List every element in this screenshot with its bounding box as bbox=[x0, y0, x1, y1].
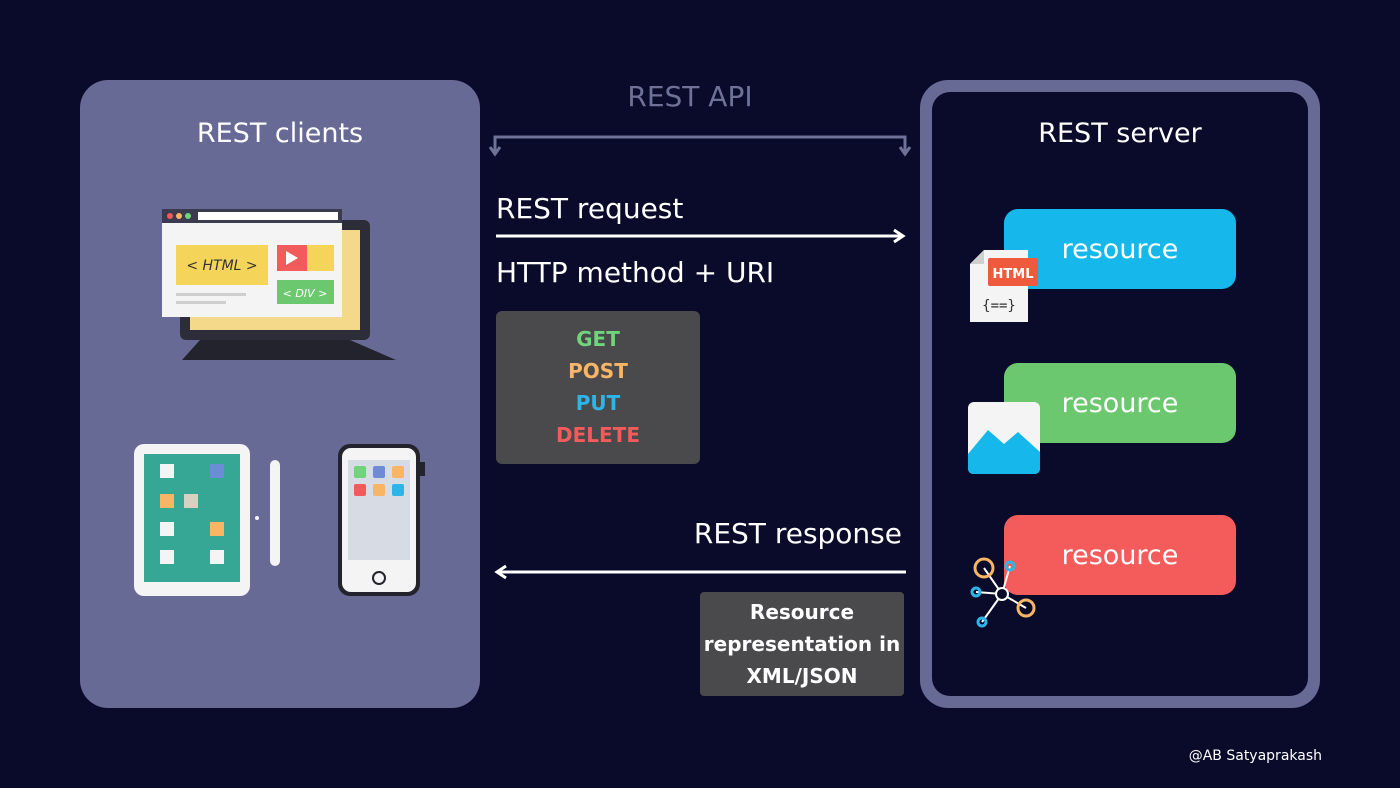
representation-line: XML/JSON bbox=[746, 664, 858, 688]
html-file-label: HTML bbox=[993, 267, 1034, 282]
http-methods-box: GET POST PUT DELETE bbox=[496, 311, 700, 464]
phone-illustration bbox=[338, 444, 425, 596]
html-file-icon: HTML {==} bbox=[970, 250, 1038, 322]
representation-line: Resource bbox=[749, 600, 855, 624]
response-arrow-icon bbox=[494, 564, 906, 580]
laptop-div-label: < DIV > bbox=[283, 287, 328, 300]
resource-graph: resource bbox=[1004, 515, 1236, 595]
server-title: REST server bbox=[1038, 118, 1202, 149]
laptop-illustration: < HTML > < DIV > bbox=[162, 209, 396, 360]
laptop-html-label: < HTML > bbox=[186, 258, 257, 274]
http-method-uri-label: HTTP method + URI bbox=[496, 256, 775, 289]
image-file-icon bbox=[968, 402, 1040, 474]
credit-text: @AB Satyaprakash bbox=[1188, 748, 1322, 764]
clients-title: REST clients bbox=[196, 118, 364, 149]
clients-panel bbox=[80, 80, 480, 708]
request-arrow-icon bbox=[496, 228, 906, 244]
request-label: REST request bbox=[496, 192, 684, 225]
method-get: GET bbox=[576, 327, 620, 351]
method-delete: DELETE bbox=[556, 423, 640, 447]
representation-line: representation in bbox=[703, 632, 901, 656]
method-put: PUT bbox=[575, 391, 621, 415]
method-post: POST bbox=[568, 359, 628, 383]
resource-image: resource bbox=[1004, 363, 1236, 443]
graph-network-icon bbox=[970, 557, 1036, 628]
representation-box: Resource representation in XML/JSON bbox=[700, 592, 904, 696]
resource-html: resource bbox=[1004, 209, 1236, 289]
api-bracket-icon bbox=[488, 135, 912, 157]
api-label: REST API bbox=[627, 80, 753, 113]
svg-text:{==}: {==} bbox=[982, 298, 1016, 314]
tablet-illustration bbox=[134, 444, 280, 596]
response-label: REST response bbox=[693, 517, 902, 550]
